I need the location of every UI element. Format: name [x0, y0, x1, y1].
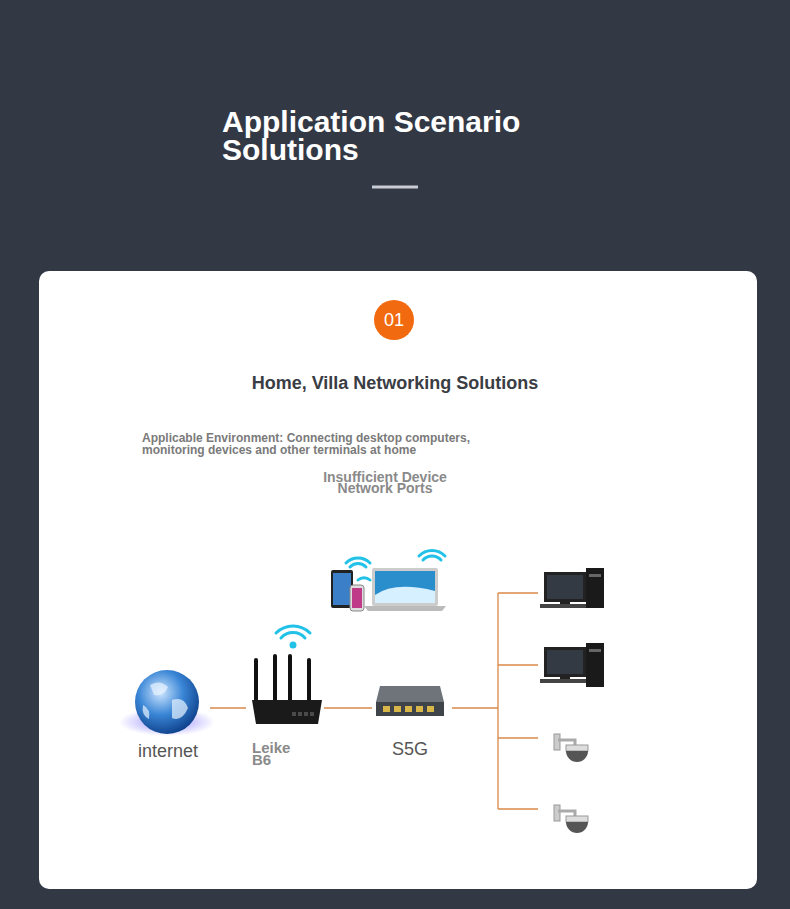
environment-note: Applicable Environment: Connecting deskt… — [142, 432, 522, 456]
switch-node: S5G — [372, 682, 448, 762]
node-label: Leike B6 — [252, 742, 302, 766]
problem-note: Insufficient Device Network Ports — [300, 472, 470, 494]
connector — [324, 708, 372, 709]
page-title: Application Scenario Solutions — [222, 108, 572, 164]
router-node: Leike B6 — [246, 652, 324, 772]
node-label: internet — [126, 741, 210, 762]
connector — [210, 708, 246, 709]
section-heading: Home, Villa Networking Solutions — [100, 373, 690, 394]
step-circle: 01 — [374, 300, 414, 340]
node-label: 01 — [374, 300, 414, 340]
internet-node: internet — [126, 666, 210, 764]
node-label: S5G — [372, 739, 448, 760]
